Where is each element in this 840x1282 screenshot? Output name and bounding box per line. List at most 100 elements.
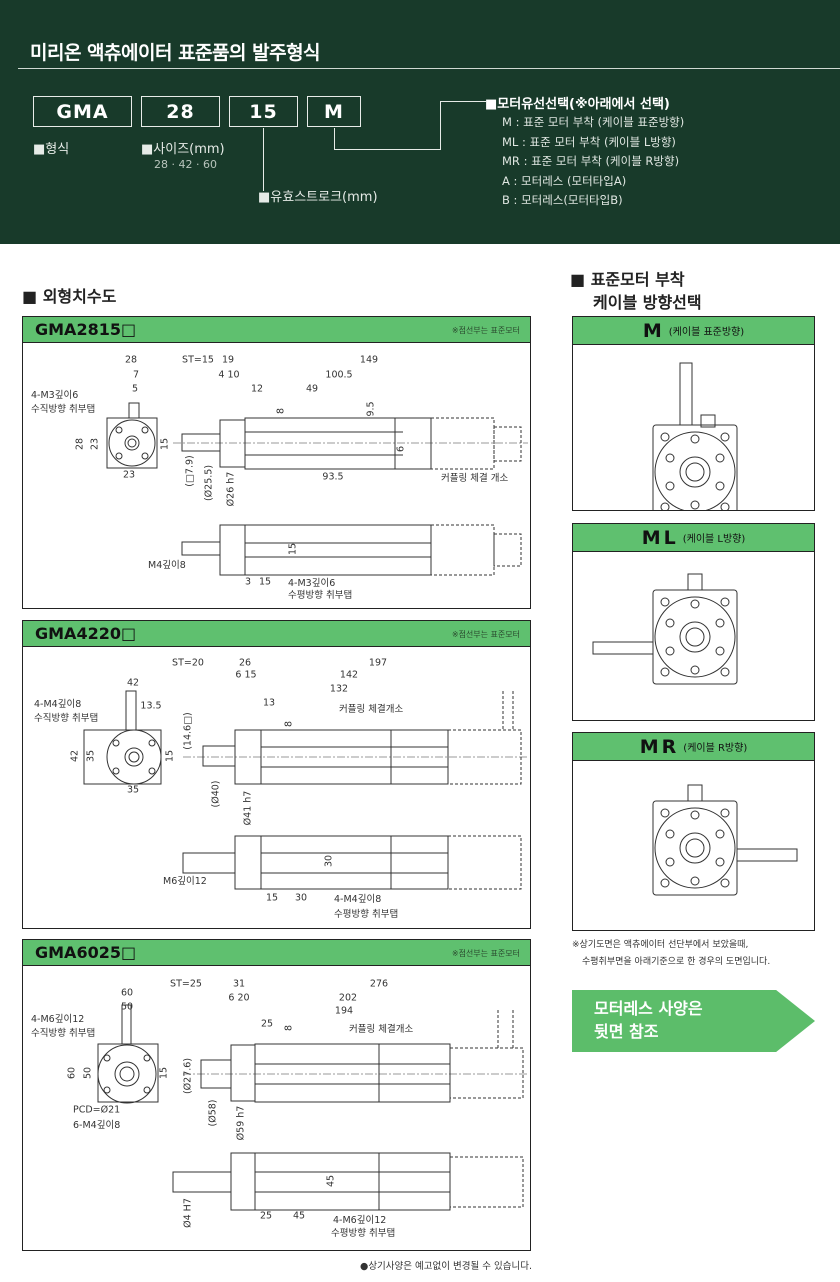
dim-label: 4-M4깊이8 (334, 894, 382, 905)
option-desc: (케이블 L방향) (682, 534, 746, 545)
dim-label: 28 (74, 437, 86, 451)
dim-label: 4-M4깊이8 (34, 699, 82, 710)
dim-label: 30 (323, 854, 335, 868)
dim-label: 149 (359, 354, 379, 366)
dim-label: 23 (89, 437, 101, 451)
dim-label: 35 (85, 749, 97, 763)
option-header: MR(케이블 R방향) (573, 733, 814, 761)
code-box-size: 28 (141, 96, 220, 127)
motor-connector-2 (440, 101, 486, 150)
dim-label: Ø4 H7 (182, 1198, 194, 1228)
motor-front-view-cable-up (652, 362, 738, 520)
dim-label: 4-M3깊이6 (288, 578, 336, 589)
dim-label: 25 (259, 1210, 273, 1222)
panel-note: ※점선부는 표준모터 (451, 949, 520, 958)
dim-label: 6 20 (228, 992, 250, 1004)
dim-label: 수평방향 취부탭 (331, 1228, 396, 1239)
dim-label: PCD=Ø21 (73, 1104, 121, 1116)
gma2815-drawing (106, 402, 528, 576)
motorless-line1: 모터레스 사양은 (594, 999, 703, 1018)
panel-gma6025: GMA6025□ ※점선부는 표준모터 60 50 4-M6깊이12 수직방향 … (22, 939, 531, 1251)
drawing-note-line2: 수평취부면을 아래기준으로 한 경우의 도면입니다. (582, 957, 771, 967)
divider (18, 68, 840, 69)
dim-label: 커플링 체결개소 (349, 1024, 414, 1035)
dim-label: 수직방향 취부탭 (31, 404, 96, 415)
dim-label: 수직방향 취부탭 (34, 713, 99, 724)
bottom-view (172, 1152, 524, 1211)
dim-label: 60 (66, 1066, 78, 1080)
dim-label: 커플링 체결 개소 (441, 473, 509, 484)
dim-label: 26 (238, 657, 252, 669)
dim-label: 12 (250, 383, 264, 395)
gma4220-drawing (83, 690, 528, 890)
code-box-motor: M (307, 96, 361, 127)
motorless-line2: 뒷면 참조 (594, 1022, 659, 1041)
dim-label: 28 (124, 354, 138, 366)
dim-label: 276 (369, 978, 389, 990)
stroke-connector (263, 128, 264, 191)
panel-header: GMA6025□ ※점선부는 표준모터 (23, 940, 530, 966)
dim-label: 6 15 (235, 669, 257, 681)
motor-option-b: B : 모터레스(모터타입B) (502, 193, 623, 207)
cable-option-ml: ML(케이블 L방향) (572, 523, 815, 721)
panel-note: ※점선부는 표준모터 (451, 326, 520, 335)
dim-label: 45 (325, 1174, 337, 1188)
motor-front-view-cable-left (592, 573, 738, 685)
dim-label: 194 (334, 1005, 354, 1017)
dim-label: 19 (221, 354, 235, 366)
page-title: 미리온 액츄에이터 표준품의 발주형식 (30, 42, 321, 64)
dim-label: Ø59 h7 (235, 1105, 247, 1141)
bottom-view (182, 835, 522, 890)
dim-label: 5 (131, 383, 139, 395)
dim-label: M6깊이12 (163, 876, 207, 887)
dim-label: 202 (338, 992, 358, 1004)
motorless-reference-banner: 모터레스 사양은 뒷면 참조 (572, 990, 815, 1052)
dim-label: 142 (339, 669, 359, 681)
motor-front-view-cable-right (652, 784, 798, 896)
dim-label: 42 (126, 677, 140, 689)
option-desc: (케이블 R방향) (683, 743, 748, 754)
panel-gma2815: GMA2815□ ※점선부는 표준모터 28 7 5 4-M3깊이6 수직방향 … (22, 316, 531, 609)
dim-label: 42 (69, 749, 81, 763)
dim-label: ST=20 (172, 657, 204, 669)
dim-label: (Ø40) (210, 780, 222, 808)
dim-label: 93.5 (322, 471, 344, 483)
dim-label: (Ø25.5) (203, 464, 215, 502)
cable-option-mr: MR(케이블 R방향) (572, 732, 815, 931)
dim-label: 25 (260, 1018, 274, 1030)
drawing-note-line1: ※상기도면은 액츄에이터 선단부에서 보았을때, (572, 940, 749, 950)
bottom-view (181, 524, 522, 576)
code-box-stroke: 15 (229, 96, 298, 127)
dim-label: 49 (305, 383, 319, 395)
dim-label: 8 (283, 720, 295, 728)
dim-label: 50 (82, 1066, 94, 1080)
dim-label: 15 (287, 542, 299, 556)
front-view (97, 1004, 159, 1104)
panel-gma4220: GMA4220□ ※점선부는 표준모터 42 13.5 4-M4깊이8 수직방향… (22, 620, 531, 929)
dim-label: 7 (132, 369, 140, 381)
panel-header: GMA2815□ ※점선부는 표준모터 (23, 317, 530, 343)
side-view (202, 691, 522, 785)
dim-label: 수직방향 취부탭 (31, 1028, 96, 1039)
dim-label: 4-M6깊이12 (31, 1014, 85, 1025)
dim-label: (14.6□) (182, 712, 194, 750)
dim-label: ST=25 (170, 978, 202, 990)
dim-label: 3 (244, 576, 252, 588)
panel-header: GMA4220□ ※점선부는 표준모터 (23, 621, 530, 647)
motor-option-mr: MR : 표준 모터 부착 (케이블 R방향) (502, 154, 680, 168)
dim-label: Ø26 h7 (225, 471, 237, 507)
dim-label: 30 (294, 892, 308, 904)
stroke-label: ■유효스트로크(mm) (258, 190, 378, 205)
dimensions-section-title: ■ 외형치수도 (22, 287, 117, 306)
dim-label: 60 (120, 987, 134, 999)
dim-label: 4 10 (218, 369, 240, 381)
panel-title: GMA6025□ (35, 943, 137, 962)
dim-label: 50 (120, 1001, 134, 1013)
dim-label: (Ø58) (207, 1099, 219, 1127)
dim-label: 132 (329, 683, 349, 695)
dim-label: 15 (164, 749, 176, 763)
dim-label: M4깊이8 (148, 560, 186, 571)
dim-label: 23 (122, 469, 136, 481)
dim-label: 커플링 체결개소 (339, 704, 404, 715)
dim-label: 13.5 (140, 700, 162, 712)
